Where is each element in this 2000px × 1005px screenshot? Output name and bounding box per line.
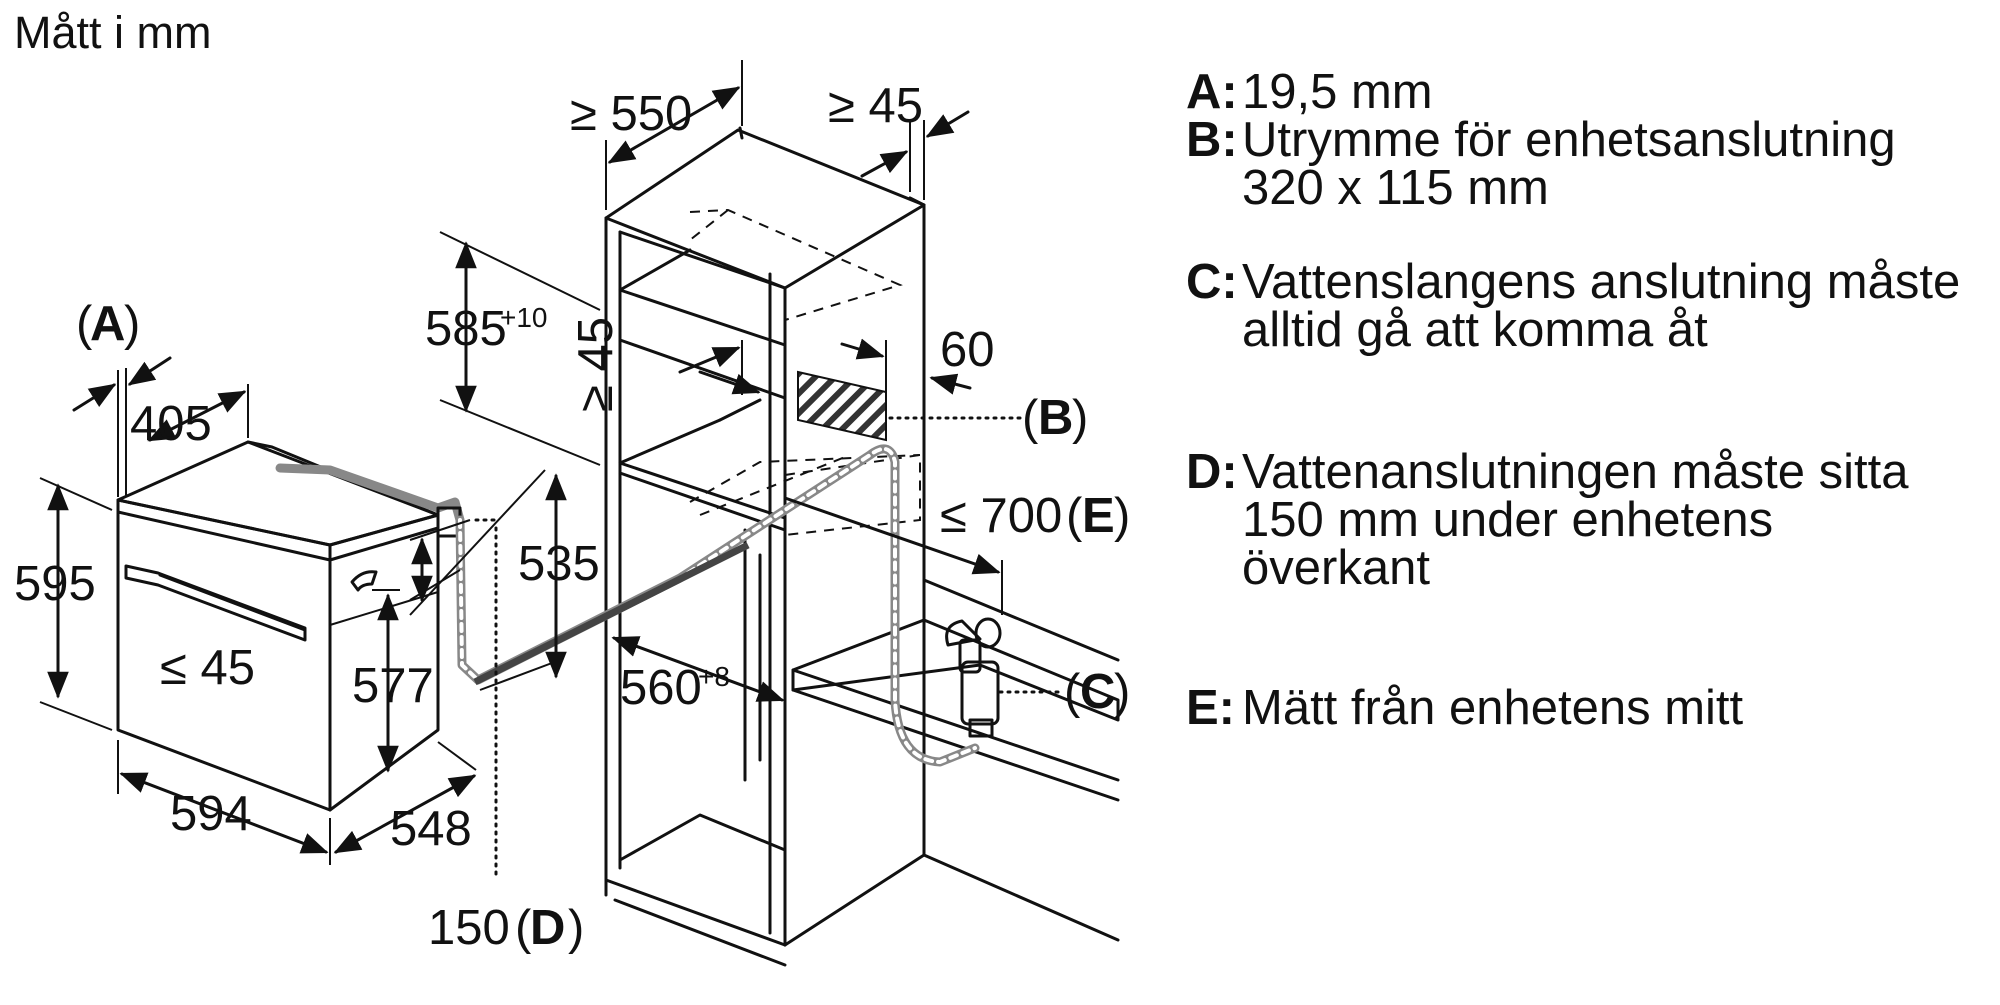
water-valve-icon bbox=[945, 617, 1002, 738]
dim-595: 595 bbox=[14, 557, 96, 611]
label-e: E bbox=[1082, 489, 1115, 543]
legend-key-b: B: bbox=[1186, 113, 1238, 167]
dim-150: 150 bbox=[428, 901, 510, 955]
legend-text-e-1: Mätt från enhetens mitt bbox=[1242, 681, 1744, 735]
legend-key-d: D: bbox=[1186, 445, 1238, 499]
dimension-lines bbox=[39, 60, 1062, 882]
label-d-close: ) bbox=[568, 901, 584, 955]
water-hose bbox=[455, 444, 980, 767]
dimension-labels: ( A ) 405 595 ≤ 45 594 577 548 535 150 (… bbox=[14, 79, 1130, 955]
label-e-close: ) bbox=[1114, 489, 1130, 543]
label-a: A bbox=[90, 297, 125, 351]
label-c-open: ( bbox=[1064, 665, 1081, 719]
cabinet-drawing bbox=[604, 126, 1120, 967]
oven-drawing bbox=[116, 440, 465, 812]
dim-585: 585 bbox=[425, 302, 507, 356]
legend-key-a: A: bbox=[1186, 65, 1238, 119]
label-a-open: ( bbox=[76, 297, 93, 351]
dim-594: 594 bbox=[170, 787, 252, 841]
dim-405: 405 bbox=[130, 397, 212, 451]
dim-ge550: ≥ 550 bbox=[570, 87, 692, 141]
label-b-open: ( bbox=[1022, 391, 1039, 445]
label-d-open: ( bbox=[515, 901, 532, 955]
dim-60: 60 bbox=[940, 323, 995, 377]
dim-585-tolerance: +10 bbox=[500, 302, 548, 333]
dim-le45: ≤ 45 bbox=[160, 641, 255, 695]
label-b: B bbox=[1038, 391, 1073, 445]
legend-text-c-2: alltid gå att komma åt bbox=[1242, 303, 1708, 357]
dim-ge45-mid: ≥ 45 bbox=[569, 317, 623, 412]
dim-le700: ≤ 700 bbox=[940, 489, 1062, 543]
label-a-close: ) bbox=[124, 297, 140, 351]
legend-text-c-1: Vattenslangens anslutning måste bbox=[1242, 255, 1960, 309]
label-c-close: ) bbox=[1114, 665, 1130, 719]
dim-560: 560 bbox=[620, 661, 702, 715]
legend-text-d-2: 150 mm under enhetens bbox=[1242, 493, 1773, 547]
dim-560-tolerance: +8 bbox=[698, 661, 730, 692]
legend-text-b-2: 320 x 115 mm bbox=[1242, 161, 1549, 215]
legend-text-b-1: Utrymme för enhetsanslutning bbox=[1242, 113, 1896, 167]
legend-key-e: E: bbox=[1186, 681, 1235, 735]
legend-text-d-1: Vattenanslutningen måste sitta bbox=[1242, 445, 1909, 499]
dim-577: 577 bbox=[352, 659, 434, 713]
label-b-close: ) bbox=[1072, 391, 1088, 445]
dim-ge45-top: ≥ 45 bbox=[828, 79, 923, 133]
label-d: D bbox=[530, 901, 565, 955]
legend-key-c: C: bbox=[1186, 255, 1238, 309]
legend: A: 19,5 mm B: Utrymme för enhetsanslutni… bbox=[1186, 65, 1960, 735]
dim-548: 548 bbox=[390, 802, 472, 856]
dim-535: 535 bbox=[518, 537, 600, 591]
label-c: C bbox=[1080, 665, 1115, 719]
legend-text-d-3: överkant bbox=[1242, 541, 1430, 595]
page-title: Mått i mm bbox=[14, 7, 212, 58]
label-e-open: ( bbox=[1066, 489, 1083, 543]
legend-text-a-1: 19,5 mm bbox=[1242, 65, 1433, 119]
